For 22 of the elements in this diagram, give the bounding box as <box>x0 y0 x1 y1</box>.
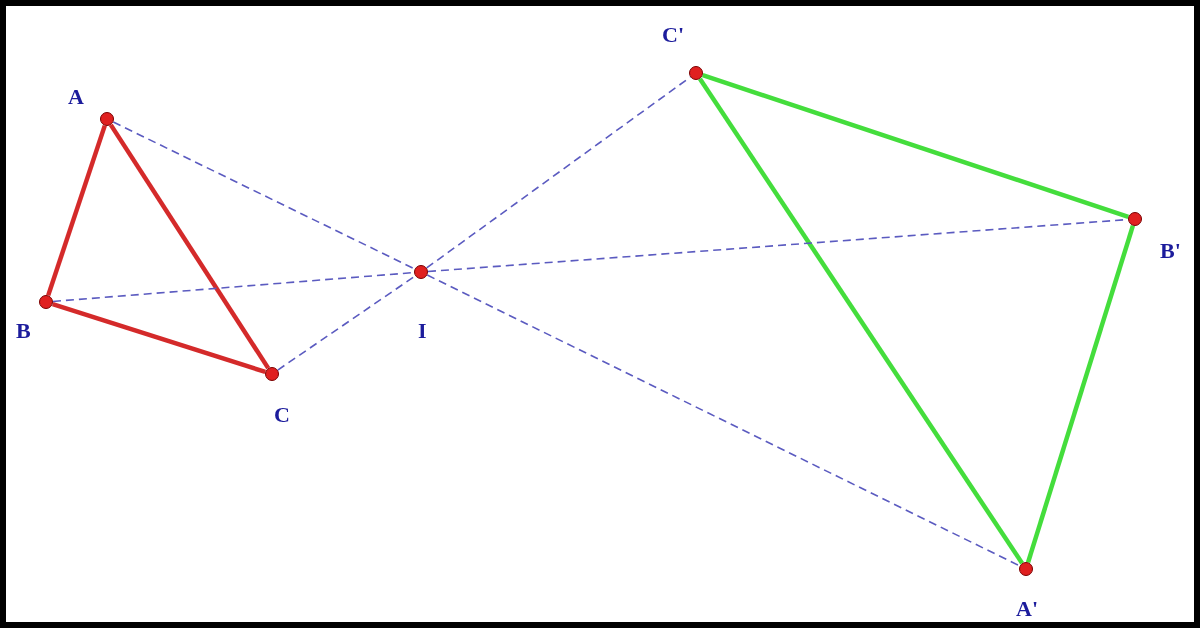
triangle-side <box>701 73 1130 219</box>
point-label: A <box>68 86 84 108</box>
point-dot <box>265 367 279 381</box>
point-dot <box>100 112 114 126</box>
point-label: I <box>418 320 427 342</box>
triangle-side <box>1025 225 1136 563</box>
point-dot <box>39 295 53 309</box>
point-dot <box>414 265 428 279</box>
dashed-line <box>112 121 416 270</box>
triangle-side <box>108 123 271 370</box>
point-dot <box>1019 562 1033 576</box>
dashed-line <box>426 274 1021 567</box>
point-label: B <box>16 320 31 342</box>
point-label: C' <box>662 24 684 46</box>
point-dot <box>1128 212 1142 226</box>
point-label: C <box>274 404 290 426</box>
triangle-side <box>52 301 266 375</box>
point-label: B' <box>1160 240 1181 262</box>
point-dot <box>689 66 703 80</box>
triangle-side <box>698 77 1024 565</box>
point-label: A' <box>1016 598 1038 620</box>
triangle-side <box>46 124 107 297</box>
